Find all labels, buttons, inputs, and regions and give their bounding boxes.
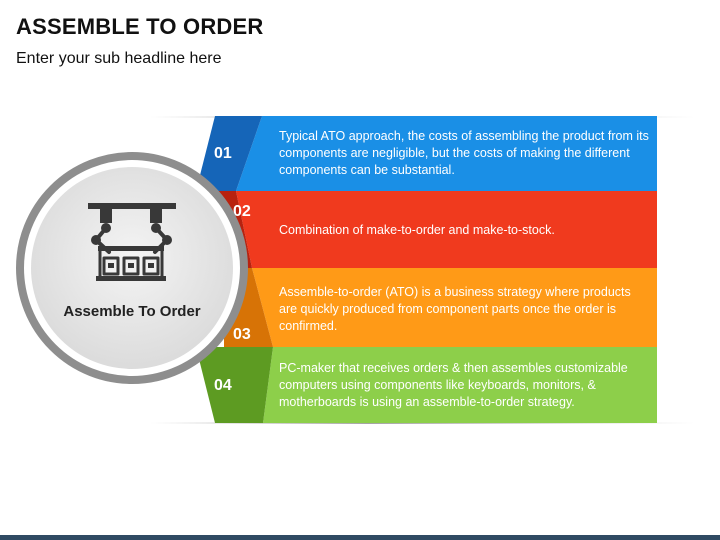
step-04-tab <box>196 347 273 423</box>
footer-bar <box>0 535 720 540</box>
step-03-number: 03 <box>233 326 251 343</box>
step-04-band <box>263 347 657 423</box>
step-02-number: 02 <box>233 203 251 220</box>
step-04-text: PC-maker that receives orders & then ass… <box>279 361 628 409</box>
step-02-band <box>236 191 657 268</box>
step-01-tab <box>196 116 262 191</box>
page-title: ASSEMBLE TO ORDER <box>16 14 264 39</box>
step-03-text: Assemble-to-order (ATO) is a business st… <box>279 285 631 333</box>
step-01-band <box>236 116 657 191</box>
center-label: Assemble To Order <box>63 303 201 320</box>
step-01-text: Typical ATO approach, the costs of assem… <box>279 129 649 177</box>
step-03-band <box>252 268 657 347</box>
step-01-number: 01 <box>214 145 232 162</box>
step-04-number: 04 <box>214 377 232 394</box>
step-02-text: Combination of make-to-order and make-to… <box>279 223 555 237</box>
robotic-assembly-line-icon <box>88 203 176 281</box>
page-subtitle: Enter your sub headline here <box>16 50 222 67</box>
